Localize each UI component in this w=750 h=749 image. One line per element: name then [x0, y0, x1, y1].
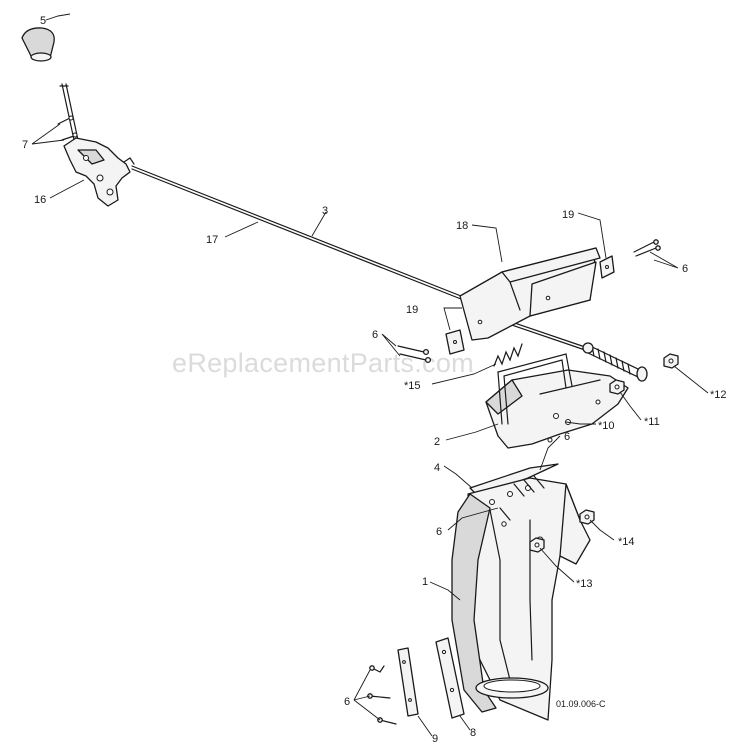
callout-6-top-right: 6: [682, 263, 688, 275]
nut-12-part: [663, 353, 679, 369]
drawing-number: 01.09.006-C: [556, 699, 606, 709]
callout-2: 2: [434, 436, 440, 448]
handle-knob-part: [21, 27, 55, 62]
callout-6-bottom: 6: [344, 696, 350, 708]
clamp-strip-8-part: [435, 637, 465, 719]
callout-15: *15: [404, 380, 421, 392]
callout-16: 16: [34, 194, 46, 206]
spring-part: [493, 343, 523, 367]
callout-6-mid: 6: [372, 329, 378, 341]
callout-3: 3: [322, 205, 328, 217]
control-rod-part: [131, 165, 648, 382]
control-lever-part: [57, 83, 135, 207]
upper-chute-part: [485, 353, 629, 449]
bolts-bottom-left-part: [367, 665, 397, 725]
callout-1: 1: [422, 576, 428, 588]
nut-11-part: [609, 379, 625, 395]
callout-18: 18: [456, 220, 468, 232]
leader-lines: [31, 13, 709, 737]
callout-4: 4: [434, 462, 440, 474]
main-chute-part: [451, 477, 591, 721]
clamp-strip-9-part: [397, 647, 419, 717]
callout-7: 7: [22, 139, 28, 151]
bolts-mid-part: [397, 345, 432, 364]
callout-6-left-chute: 6: [436, 526, 442, 538]
callout-13: *13: [576, 578, 593, 590]
callout-8: 8: [470, 727, 476, 739]
callout-14: *14: [618, 536, 635, 548]
bolts-top-right-part: [633, 239, 661, 257]
chute-deflector-cover-part: [459, 247, 601, 341]
callout-5: 5: [40, 15, 46, 27]
bracket-mid-part: [445, 329, 465, 355]
callout-19-mid: 19: [406, 304, 418, 316]
callout-10: *10: [598, 420, 615, 432]
bracket-top-part: [599, 255, 615, 279]
callout-19-top: 19: [562, 209, 574, 221]
callout-11: *11: [644, 416, 660, 428]
callout-17: 17: [206, 234, 218, 246]
callout-9: 9: [432, 733, 438, 745]
bolts-chute-upper-part: [499, 475, 545, 521]
callout-6-upper-chute: 6: [564, 431, 570, 443]
callout-labels: 5 7 16 17 3 18 19 6 19 6 *15 *12 *11 2 *…: [22, 15, 727, 745]
callout-12: *12: [710, 389, 727, 401]
